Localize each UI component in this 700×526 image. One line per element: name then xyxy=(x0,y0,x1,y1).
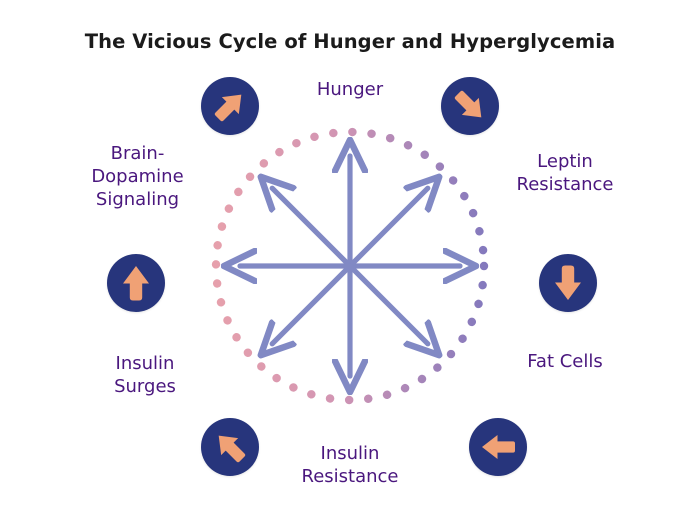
node-label-insulin-resistance: Insulin Resistance xyxy=(301,443,399,488)
badge-insulin-surges[interactable] xyxy=(201,418,259,476)
star-arrow-down-left xyxy=(272,263,353,344)
star-arrow-up-left xyxy=(272,188,353,269)
radiating-arrow-star xyxy=(240,156,460,376)
arrow-left-icon xyxy=(482,435,515,459)
node-label-brain-dopamine-signaling: Brain- Dopamine Signaling xyxy=(91,143,184,211)
arrow-up-icon xyxy=(123,266,149,301)
badge-insulin-resistance[interactable] xyxy=(469,418,527,476)
node-label-insulin-surges: Insulin Surges xyxy=(114,353,176,398)
badge-brain-dopamine-signaling[interactable] xyxy=(107,254,165,312)
arrow-up-left-icon xyxy=(218,435,246,463)
node-label-hunger: Hunger xyxy=(316,79,384,100)
arrow-down-icon xyxy=(555,265,581,300)
dotted-ring xyxy=(211,127,489,405)
star-arrow-down-right xyxy=(347,263,428,344)
node-label-fat-cells: Fat Cells xyxy=(527,351,603,372)
star-arrow-up-right xyxy=(347,188,428,269)
badge-hunger[interactable] xyxy=(201,77,259,135)
arrow-down-right-icon xyxy=(454,90,482,118)
node-label-leptin-resistance: Leptin Resistance xyxy=(516,151,614,196)
page-title: The Vicious Cycle of Hunger and Hypergly… xyxy=(84,30,616,53)
badge-fat-cells[interactable] xyxy=(539,254,597,312)
arrow-up-right-icon xyxy=(214,94,242,122)
badge-leptin-resistance[interactable] xyxy=(441,77,499,135)
center-cycle-graphic xyxy=(197,113,503,419)
